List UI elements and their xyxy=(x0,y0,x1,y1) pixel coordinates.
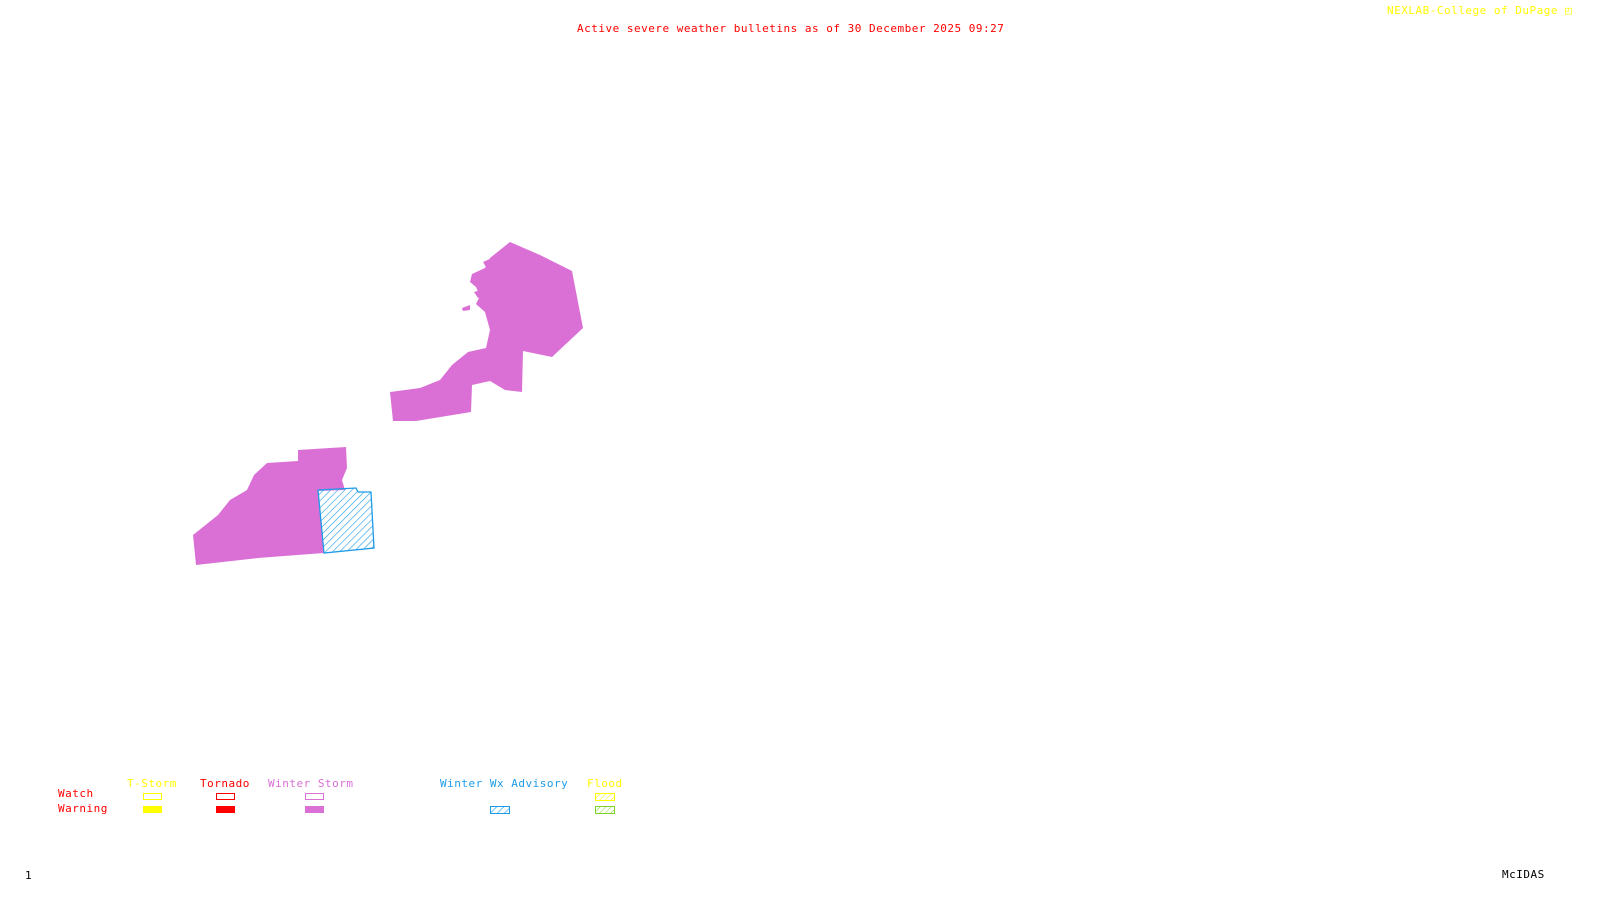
tornado-watch-swatch xyxy=(216,793,235,800)
legend-warning-row-label: Warning xyxy=(58,802,108,815)
winter-storm-warning-swatch xyxy=(305,806,324,813)
credit-text: NEXLAB-College of DuPage xyxy=(1387,4,1558,17)
winter-storm-area-southwest[interactable] xyxy=(193,447,347,565)
software-label: McIDAS xyxy=(1502,868,1545,881)
bulletin-title: Active severe weather bulletins as of 30… xyxy=(577,22,1005,35)
legend-watch-row-label: Watch xyxy=(58,787,94,800)
legend-flood-label: Flood xyxy=(587,777,623,790)
legend-tstorm-label: T-Storm xyxy=(127,777,177,790)
winter-storm-watch-swatch xyxy=(305,793,324,800)
frame-number: 1 xyxy=(25,869,33,882)
legend-winter-storm-label: Winter Storm xyxy=(268,777,354,790)
tstorm-warning-swatch xyxy=(143,806,162,813)
credit-logo-icon: ◰ xyxy=(1565,4,1573,17)
island-2 xyxy=(462,305,470,311)
flood-warning-swatch xyxy=(595,806,615,814)
island-1 xyxy=(483,258,494,267)
credit-label: NEXLAB-College of DuPage ◰ xyxy=(1387,5,1572,17)
winter-wx-advisory-area[interactable] xyxy=(317,487,375,554)
winter-storm-area-northeast[interactable] xyxy=(390,242,583,421)
tornado-warning-swatch xyxy=(216,806,235,813)
island-3 xyxy=(474,289,486,298)
legend-winter-wx-advisory-label: Winter Wx Advisory xyxy=(440,777,569,790)
winter-wx-advisory-swatch xyxy=(490,806,510,814)
tstorm-watch-swatch xyxy=(143,793,162,800)
legend-tornado-label: Tornado xyxy=(200,777,250,790)
flood-watch-swatch xyxy=(595,793,615,801)
